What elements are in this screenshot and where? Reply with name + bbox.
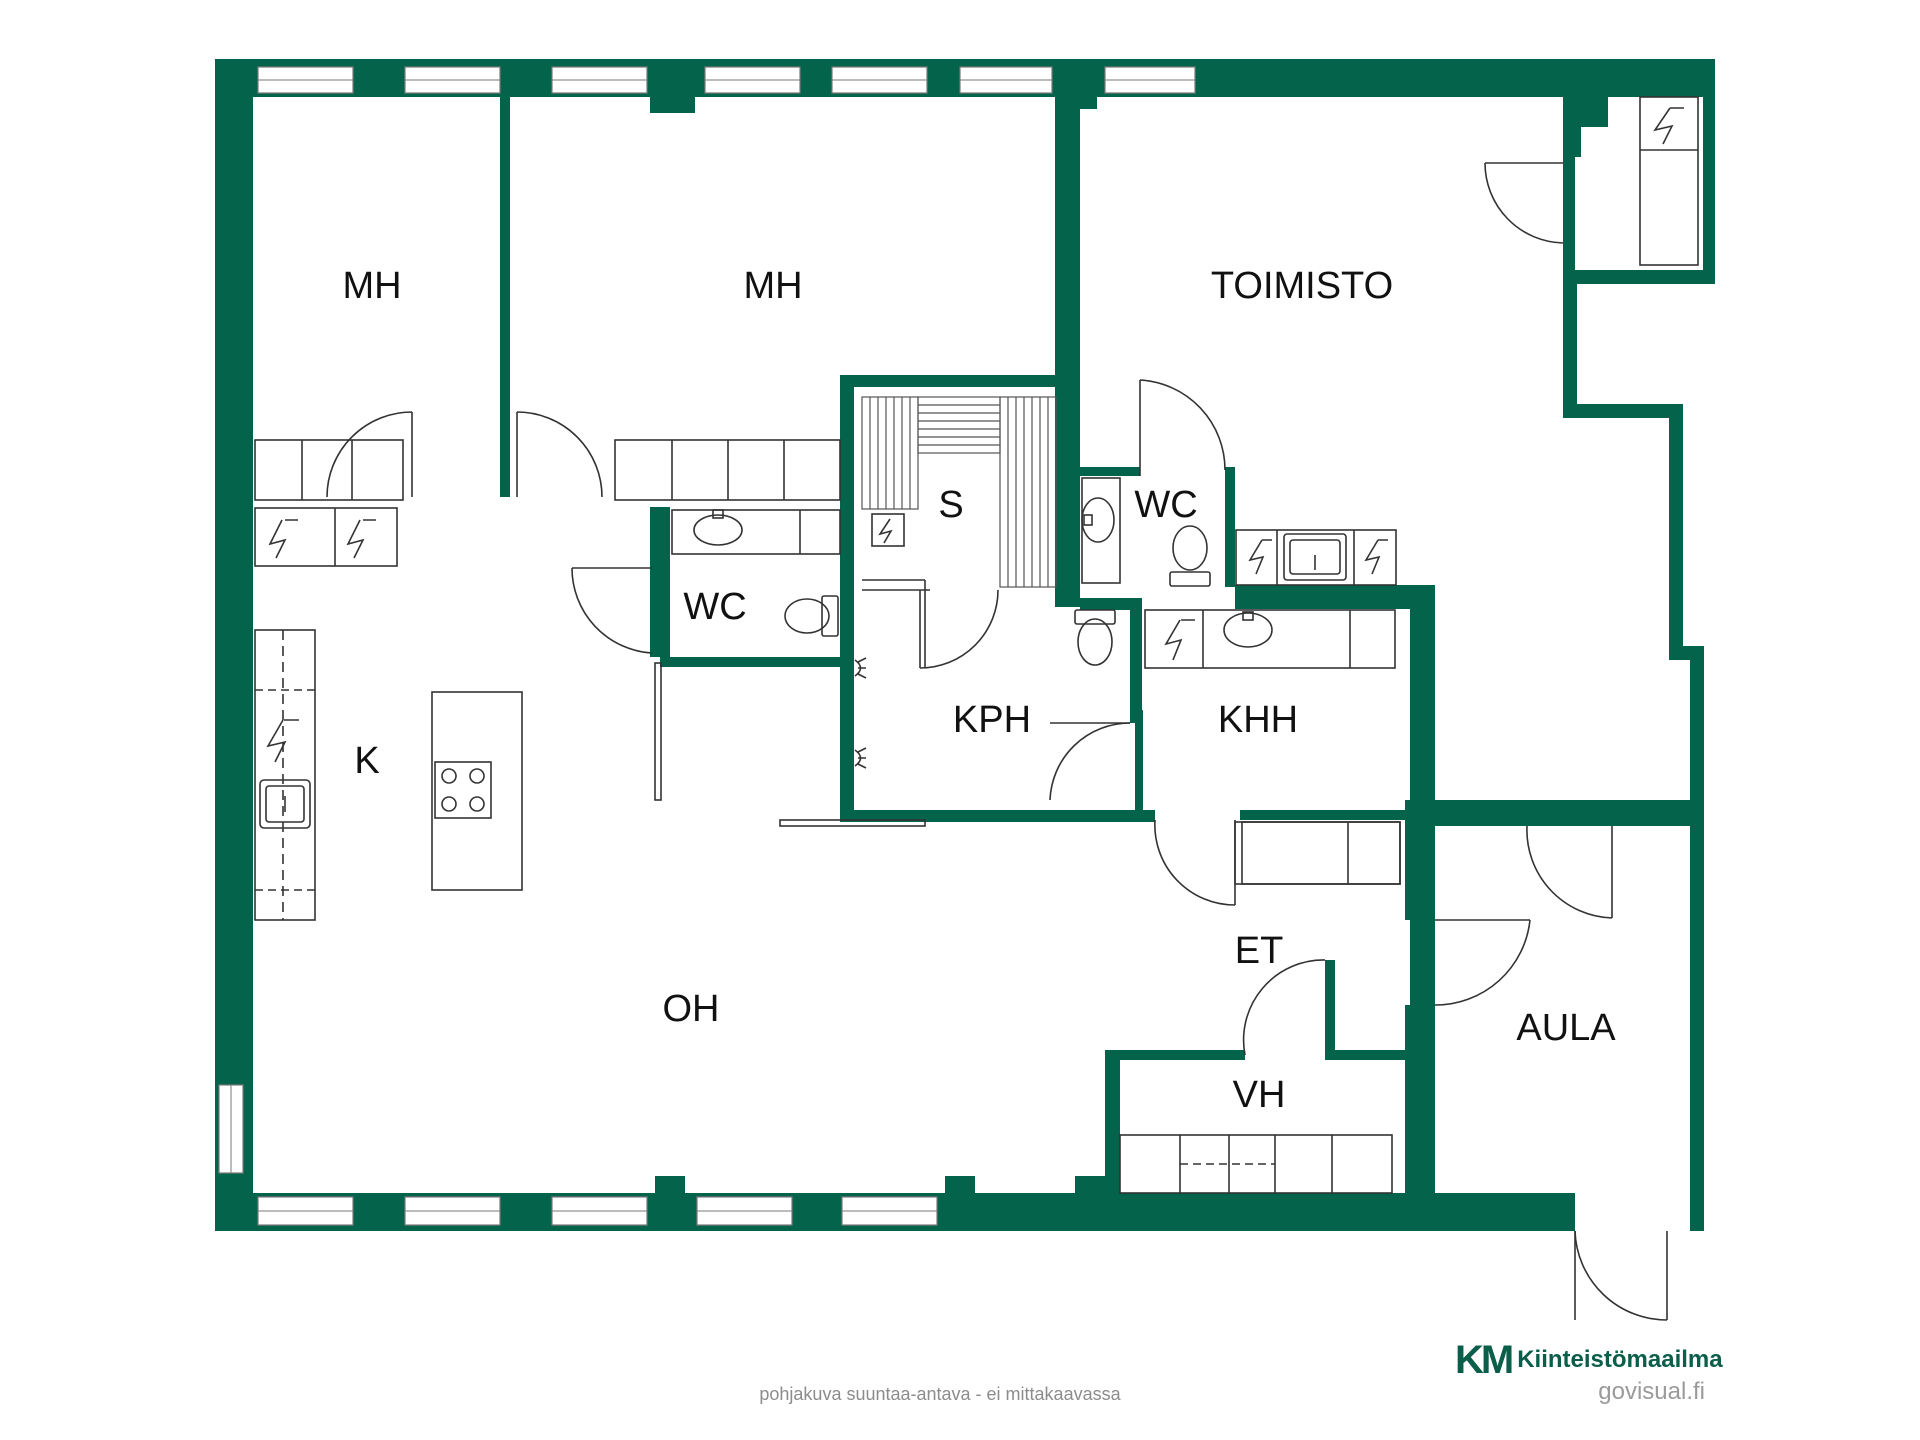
room-label-aula: AULA	[1516, 1007, 1616, 1049]
power-outlet-icon	[871, 513, 905, 547]
room-label-et: ET	[1235, 930, 1284, 972]
room-label-kitchen: K	[354, 740, 379, 782]
power-outlet-icon	[1164, 619, 1195, 661]
sliding-panel	[654, 662, 926, 827]
et-wardrobe	[1234, 821, 1401, 885]
sink-icon	[1081, 497, 1115, 543]
room-label-kph: KPH	[953, 699, 1031, 741]
brand-logo: KM Kiinteistömaailma	[1455, 1340, 1723, 1380]
sauna-bench	[861, 396, 1057, 588]
toilet-icon	[1074, 609, 1116, 666]
toilet-icon	[784, 595, 839, 637]
toimisto-counter	[1235, 529, 1397, 586]
brand-logo-mark: KM	[1455, 1338, 1514, 1382]
room-label-toimisto: TOIMISTO	[1211, 265, 1393, 307]
electrical-cabinet	[1639, 96, 1699, 266]
sink-icon	[693, 509, 743, 546]
kitchen-island	[431, 691, 523, 891]
room-label-wc-left: WC	[683, 586, 746, 628]
credit: govisual.fi	[1598, 1378, 1705, 1405]
sink-icon	[259, 779, 311, 829]
room-label-mh-left: MH	[342, 265, 401, 307]
khh-counter	[1144, 609, 1396, 669]
room-label-sauna: S	[938, 484, 963, 526]
room-label-khh: KHH	[1218, 699, 1298, 741]
room-label-vh: VH	[1233, 1074, 1286, 1116]
stove-icon	[434, 761, 492, 819]
kitchen-counter-top	[254, 507, 398, 567]
power-outlet-icon	[268, 519, 376, 559]
room-label-mh-right: MH	[743, 265, 802, 307]
sink-icon	[1223, 611, 1273, 648]
vh-closet	[1119, 1134, 1393, 1194]
shower-icon	[854, 657, 867, 769]
power-outlet-icon	[266, 719, 299, 763]
room-label-oh: OH	[663, 988, 720, 1030]
toilet-icon	[1169, 525, 1211, 587]
walls	[215, 59, 1715, 1231]
windows	[218, 66, 1196, 1226]
disclaimer: pohjakuva suuntaa-antava - ei mittakaava…	[759, 1384, 1121, 1404]
kitchen-counter-side	[254, 629, 316, 921]
brand-name: Kiinteistömaailma	[1517, 1346, 1723, 1373]
door-swing-icon	[326, 162, 1668, 1321]
power-outlet-icon	[1248, 539, 1388, 575]
wc-counter	[671, 509, 841, 555]
sink-icon	[1283, 533, 1347, 581]
power-outlet-icon	[1653, 107, 1684, 145]
window-icon	[218, 66, 1196, 1226]
sauna-wall	[862, 579, 930, 668]
room-label-wc-right: WC	[1134, 484, 1197, 526]
wc-counter	[1081, 477, 1121, 584]
wardrobe	[254, 439, 841, 501]
